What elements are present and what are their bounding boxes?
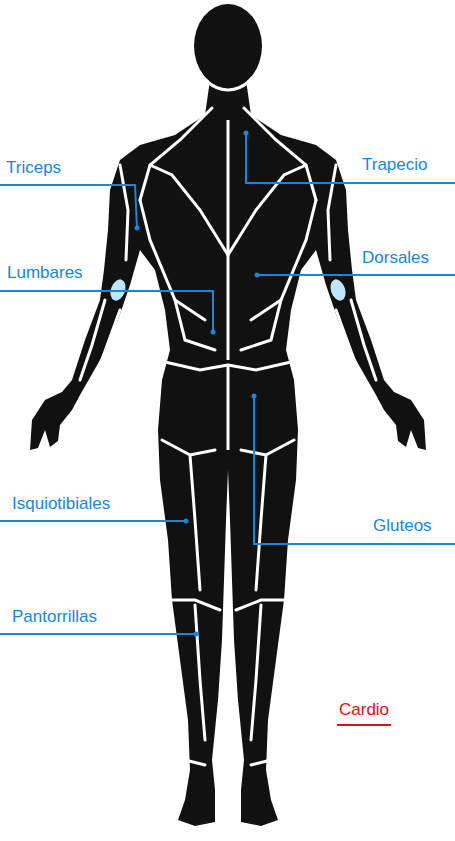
muscle-label: Triceps <box>4 158 63 178</box>
body-silhouette <box>30 4 426 826</box>
leader-lines <box>0 133 455 634</box>
muscle-label: Dorsales <box>360 248 431 268</box>
muscle-label: Isquiotibiales <box>10 494 112 514</box>
cardio-label: Cardio <box>337 700 391 726</box>
muscle-label: Lumbares <box>5 263 85 283</box>
muscle-label: Gluteos <box>371 516 434 536</box>
muscle-label: Trapecio <box>360 155 430 175</box>
muscle-label: Pantorrillas <box>10 607 99 627</box>
